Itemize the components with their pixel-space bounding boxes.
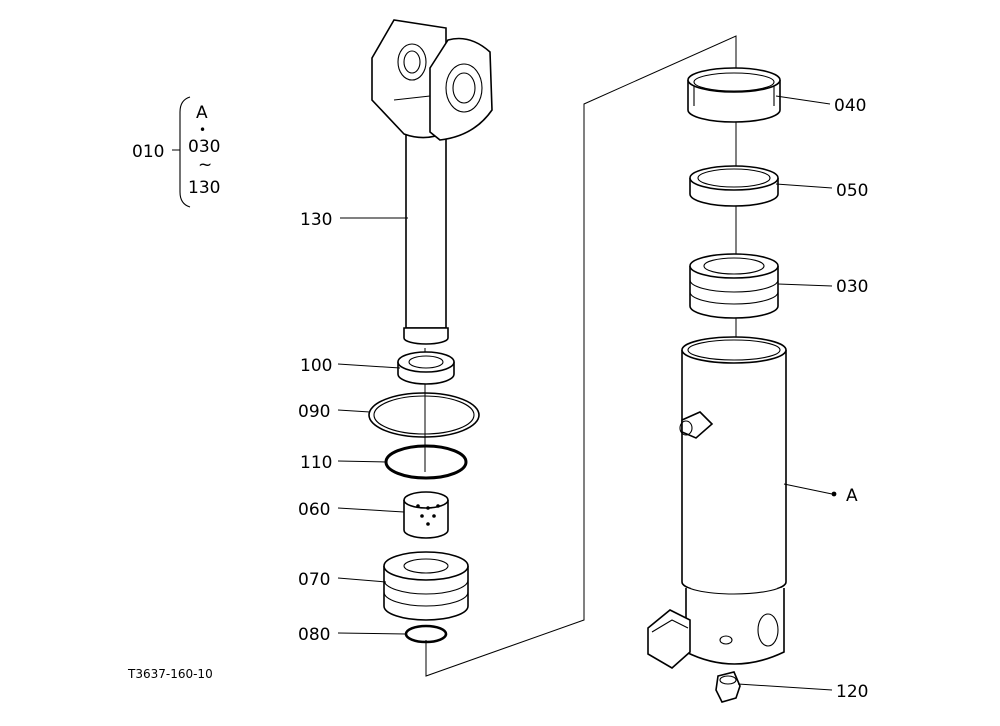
cylinder-tube-part xyxy=(647,336,787,669)
group-member-a: A xyxy=(196,103,208,123)
piston-part xyxy=(383,551,469,621)
group-member-130: 130 xyxy=(188,178,220,198)
gland-seal-part xyxy=(397,351,455,385)
group-dot: • xyxy=(199,123,206,137)
callout-a: A xyxy=(846,486,858,506)
figure-code: T3637-160-10 xyxy=(127,667,213,681)
callout-060: 060 xyxy=(298,500,330,520)
callout-030: 030 xyxy=(836,277,868,297)
callout-070: 070 xyxy=(298,570,330,590)
callout-090: 090 xyxy=(298,402,330,422)
piston-oring-part xyxy=(404,624,448,644)
group-member-030: 030 xyxy=(188,137,220,157)
piston-rod-clevis xyxy=(371,19,493,345)
bushing-040-part xyxy=(687,67,781,123)
group-main-label: 010 xyxy=(132,142,164,162)
grease-fitting-part xyxy=(715,671,741,703)
group-tilde: ~ xyxy=(198,155,212,175)
leader-lines xyxy=(337,95,837,691)
callout-080: 080 xyxy=(298,625,330,645)
callout-040: 040 xyxy=(834,96,866,116)
callout-110: 110 xyxy=(300,453,332,473)
rod-oring-part xyxy=(384,444,468,480)
seal-050-part xyxy=(689,165,779,207)
callout-100: 100 xyxy=(300,356,332,376)
callout-050: 050 xyxy=(836,181,868,201)
callout-130: 130 xyxy=(300,210,332,230)
piston-bushing-part xyxy=(403,491,449,539)
backup-ring-part xyxy=(368,392,480,438)
gland-030-part xyxy=(689,253,779,319)
callout-120: 120 xyxy=(836,682,868,702)
group-bracket: 010 A • 030 ~ 130 xyxy=(132,96,220,208)
